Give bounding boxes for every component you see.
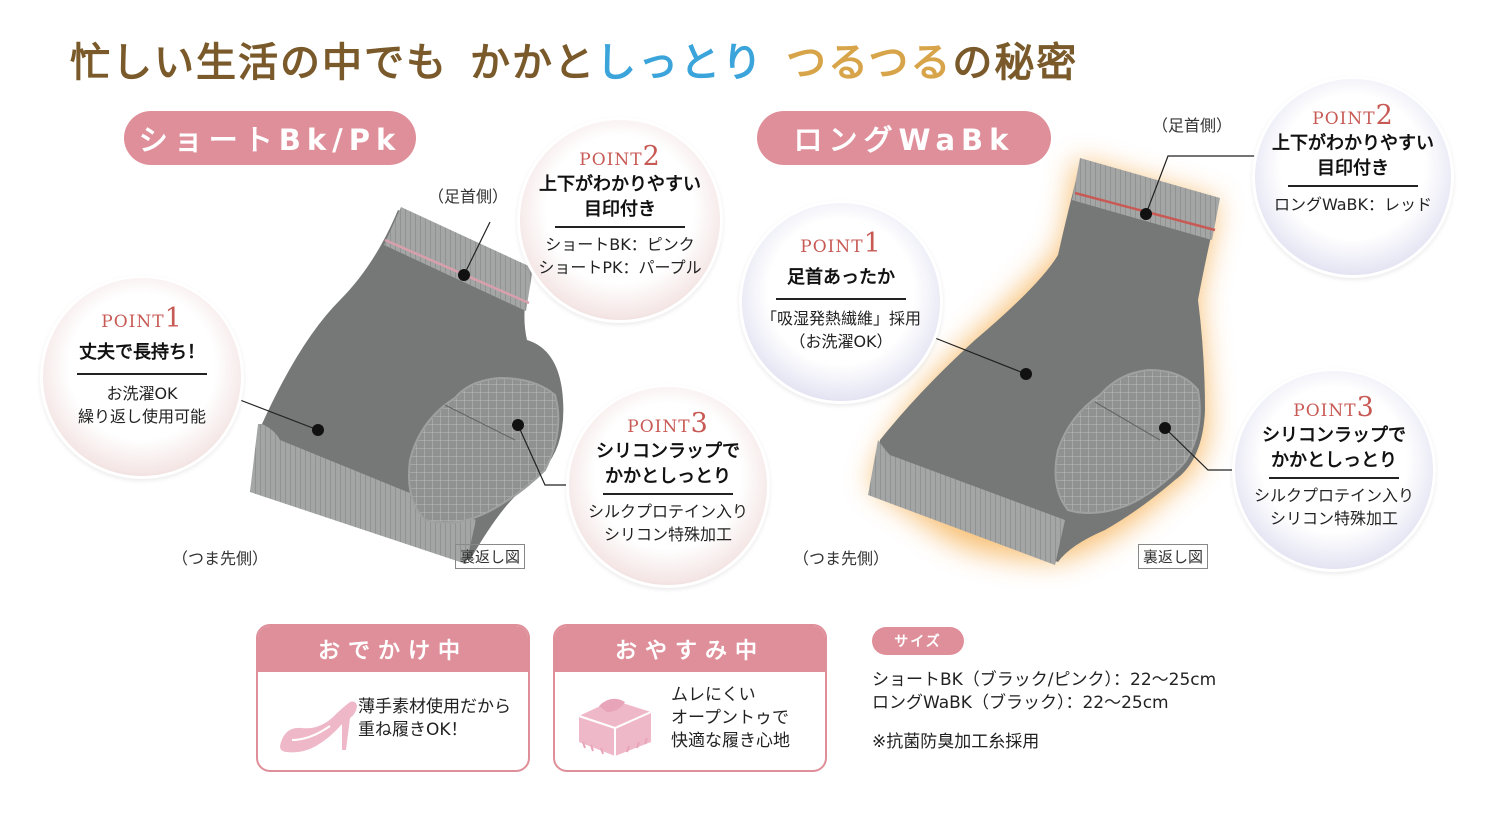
long-sock-illustration	[868, 158, 1220, 565]
long-leader-lines	[934, 155, 1256, 471]
short-sock-silicone-pad	[408, 376, 560, 524]
high-heel-icon	[280, 701, 357, 753]
sleeping-usage-card: おやすみ中 ムレにくい オープントゥで 快適な履き心地	[553, 624, 827, 772]
point-heading: POINT3	[1293, 392, 1375, 423]
card-header: おでかけ中	[258, 626, 528, 672]
point-heading: POINT1	[800, 228, 882, 259]
headline-part-3: しっとり	[596, 40, 764, 86]
card-header: おやすみ中	[555, 626, 825, 672]
card-line: 快適な履き心地	[671, 731, 790, 751]
point-heading: POINT3	[627, 408, 709, 439]
long-sock-toe-band	[868, 440, 1065, 565]
short-sock-marker-line	[384, 238, 530, 305]
point-heading: POINT1	[101, 303, 183, 334]
point-title: 丈夫で長持ち！	[79, 342, 205, 363]
long-section-title: ロングWaBk	[757, 111, 1051, 165]
point-detail: ショートBK：ピンク	[545, 235, 695, 254]
divider	[77, 373, 207, 375]
long-point2-circle: POINT2 上下がわかりやすい 目印付き ロングWaBK：レッド	[1252, 76, 1454, 278]
headline-part-4: つるつる	[786, 40, 953, 86]
long-toe-side-label: （つま先側）	[793, 549, 890, 568]
short-sock-illustration	[250, 207, 564, 564]
short-section-title: ショートBk/Pk	[124, 111, 416, 165]
headline-part-1: 忙しい生活の中でも	[70, 40, 448, 86]
point-detail: 「吸湿発熱繊維」採用	[760, 309, 921, 328]
point-title: 上下がわかりやすい	[539, 174, 701, 195]
long-inside-out-label: 裏返し図	[1138, 544, 1209, 569]
long-point1-circle: POINT1 足首あったか 「吸湿発熱繊維」採用 （お洗濯OK）	[739, 200, 943, 404]
point-detail: 繰り返し使用可能	[77, 407, 206, 426]
short-point2-circle: POINT2 上下がわかりやすい 目印付き ショートBK：ピンク ショートPK：…	[517, 117, 723, 323]
long-point1-marker	[1020, 368, 1032, 380]
antibacterial-note: ※抗菌防臭加工糸採用	[872, 732, 1040, 752]
page-headline: 忙しい生活の中でもかかとしっとりつるつるの秘密	[70, 30, 1078, 88]
point-detail: シリコン特殊加工	[603, 525, 732, 544]
divider	[1269, 477, 1399, 479]
point-title: かかとしっとり	[605, 466, 731, 487]
headline-part-5: の秘密	[952, 40, 1079, 86]
point-detail: ショートPK：パープル	[538, 258, 702, 277]
short-point2-marker	[458, 269, 470, 281]
size-long: ロングWaBK（ブラック）：22〜25cm	[872, 693, 1169, 713]
short-point1-marker	[312, 424, 324, 436]
card-line: オープントゥで	[671, 708, 789, 728]
point-heading: POINT2	[579, 141, 661, 172]
short-point1-circle: POINT1 丈夫で長持ち！ お洗濯OK 繰り返し使用可能	[40, 275, 244, 479]
point-detail: シリコン特殊加工	[1269, 509, 1398, 528]
point-detail: お洗濯OK	[106, 384, 178, 403]
long-point3-marker	[1159, 422, 1171, 434]
point-title: 上下がわかりやすい	[1272, 133, 1434, 154]
long-sock-cuff	[1072, 158, 1220, 240]
divider	[555, 226, 685, 228]
short-sock-toe-band	[250, 424, 476, 564]
short-sock-cuff	[384, 207, 533, 311]
card-line: 薄手素材使用だから	[358, 697, 511, 717]
short-inside-out-label: 裏返し図	[455, 544, 526, 569]
bed-icon	[578, 698, 652, 756]
divider	[603, 493, 733, 495]
long-point2-marker	[1140, 208, 1152, 220]
point-title: 目印付き	[584, 199, 656, 220]
point-detail: （お洗濯OK）	[789, 332, 893, 351]
long-ankle-side-label: （足首側）	[1152, 116, 1233, 135]
short-point3-circle: POINT3 シリコンラップで かかとしっとり シルクプロテイン入り シリコン特…	[566, 384, 770, 588]
size-short: ショートBK（ブラック/ピンク）：22〜25cm	[872, 670, 1217, 690]
point-heading: POINT2	[1312, 100, 1394, 131]
short-ankle-side-label: （足首側）	[428, 187, 509, 206]
card-text: 薄手素材使用だから 重ね履きOK！	[358, 696, 511, 742]
point-title: シリコンラップで	[1262, 425, 1406, 446]
long-point3-circle: POINT3 シリコンラップで かかとしっとり シルクプロテイン入り シリコン特…	[1232, 368, 1436, 572]
divider	[776, 298, 906, 300]
point-title: シリコンラップで	[596, 441, 740, 462]
point-detail: シルクプロテイン入り	[587, 502, 748, 521]
point-detail: ロングWaBK：レッド	[1273, 195, 1433, 214]
short-toe-side-label: （つま先側）	[172, 549, 269, 568]
card-line: ムレにくい	[671, 685, 756, 705]
card-text: ムレにくい オープントゥで 快適な履き心地	[671, 684, 790, 753]
divider	[1288, 185, 1418, 187]
point-title: 足首あったか	[787, 267, 895, 288]
point-title: 目印付き	[1317, 158, 1389, 179]
short-point3-marker	[512, 419, 524, 431]
point-detail: シルクプロテイン入り	[1253, 486, 1414, 505]
point-title: かかとしっとり	[1271, 450, 1397, 471]
headline-part-2: かかと	[470, 40, 596, 86]
size-badge: サイズ	[872, 627, 964, 655]
card-line: 重ね履きOK！	[358, 720, 468, 740]
outing-usage-card: おでかけ中 薄手素材使用だから 重ね履きOK！	[256, 624, 530, 772]
long-sock-silicone-pad	[1054, 368, 1201, 515]
